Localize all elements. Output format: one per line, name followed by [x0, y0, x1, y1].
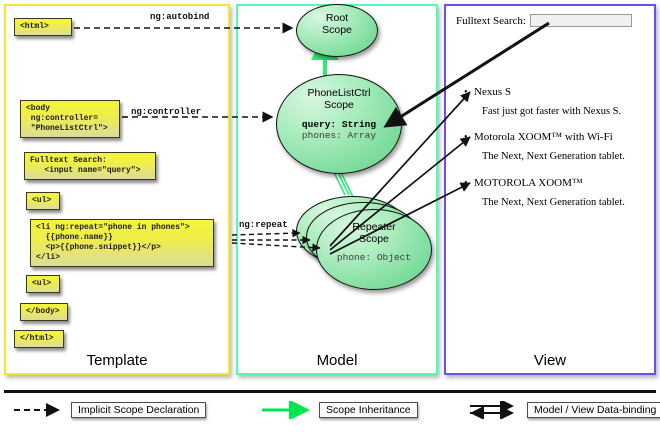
panel-model-label: Model	[316, 352, 358, 369]
bullet-icon: •	[464, 87, 468, 98]
legend-implicit-scope-declaration: Implicit Scope Declaration	[14, 400, 207, 420]
body-close-box: </body>	[20, 303, 68, 321]
fulltext-search-label: Fulltext Search:	[456, 14, 526, 27]
repeater-scope-title-line2: Scope	[359, 233, 389, 245]
phonelistctrl-scope-title-line1: PhoneListCtrl	[307, 87, 371, 99]
phone-list-item: • Nexus S Fast just got faster with Nexu…	[464, 86, 650, 117]
panel-view-label: View	[533, 352, 567, 369]
view-search-row: Fulltext Search:	[456, 14, 646, 27]
fulltext-search-input[interactable]	[529, 14, 632, 27]
phone-name: • Motorola XOOM™ with Wi-Fi	[464, 131, 650, 143]
green-arrow-icon	[262, 399, 312, 421]
root-scope-title-line2: Scope	[322, 24, 352, 36]
legend: Implicit Scope Declaration Scope Inherit…	[0, 390, 660, 435]
li-repeat-box: <li ng:repeat="phone in phones"> {{phone…	[30, 219, 214, 267]
body-controller-box: <body ng:controller= "PhoneListCtrl">	[20, 100, 120, 138]
panel-model: Model	[236, 4, 438, 375]
phone-name-text: Nexus S	[474, 86, 511, 98]
view-rendered-output: Fulltext Search: • Nexus S Fast just got…	[448, 8, 652, 368]
prop-type: String	[341, 119, 377, 130]
prop-key: phone:	[336, 252, 372, 263]
repeater-scope-title-line1: Repeater	[352, 221, 396, 233]
legend-divider	[4, 390, 656, 393]
legend-implicit-scope-declaration-label: Implicit Scope Declaration	[71, 402, 207, 418]
legend-scope-inheritance: Scope Inheritance	[262, 399, 418, 421]
phone-list-item: • Motorola XOOM™ with Wi-Fi The Next, Ne…	[464, 131, 650, 162]
phone-name: • MOTOROLA XOOM™	[464, 177, 650, 189]
phone-snippet: The Next, Next Generation tablet.	[482, 197, 625, 208]
root-scope: Root Scope	[296, 4, 378, 57]
phonelistctrl-scope-title-line2: Scope	[324, 99, 354, 111]
phone-name: • Nexus S	[464, 86, 650, 98]
phonelistctrl-scope: PhoneListCtrl Scope query: String phones…	[276, 74, 402, 174]
legend-data-binding-label: Model / View Data-binding	[527, 402, 660, 418]
ul-close-box: <ul>	[26, 275, 60, 293]
prop-type: Object	[376, 252, 412, 263]
prop-key: phones:	[301, 130, 342, 141]
bullet-icon: •	[464, 132, 468, 143]
phonelistctrl-scope-prop-phones: phones: Array	[302, 130, 376, 141]
prop-key: query:	[301, 119, 337, 130]
root-scope-title-line1: Root	[325, 12, 349, 24]
fulltext-search-box: Fulltext Search: <input name="query">	[24, 152, 156, 180]
legend-data-binding: Model / View Data-binding	[470, 399, 660, 420]
phone-name-text: MOTOROLA XOOM™	[474, 177, 583, 189]
ul-open-box: <ul>	[26, 192, 60, 210]
repeater-scope-prop-phone: phone: Object	[337, 252, 411, 263]
phone-name-text: Motorola XOOM™ with Wi-Fi	[474, 131, 613, 143]
phone-list-item: • MOTOROLA XOOM™ The Next, Next Generati…	[464, 177, 650, 208]
html-open-box: <html>	[14, 18, 72, 36]
double-arrow-icon	[470, 399, 520, 420]
prop-type: Array	[347, 130, 377, 141]
phonelistctrl-scope-prop-query: query: String	[302, 119, 376, 130]
phone-snippet: Fast just got faster with Nexus S.	[482, 106, 622, 117]
dashed-arrow-icon	[14, 401, 64, 419]
repeater-scope: Repeater Scope phone: Object	[316, 209, 432, 290]
panel-template-label: Template	[86, 352, 148, 369]
html-close-box: </html>	[14, 330, 64, 348]
phone-snippet: The Next, Next Generation tablet.	[482, 151, 625, 162]
autobind-label: ng:autobind	[150, 12, 210, 22]
legend-scope-inheritance-label: Scope Inheritance	[319, 402, 418, 418]
bullet-icon: •	[464, 178, 468, 189]
controller-label: ng:controller	[131, 107, 202, 117]
repeat-label: ng:repeat	[239, 220, 288, 230]
